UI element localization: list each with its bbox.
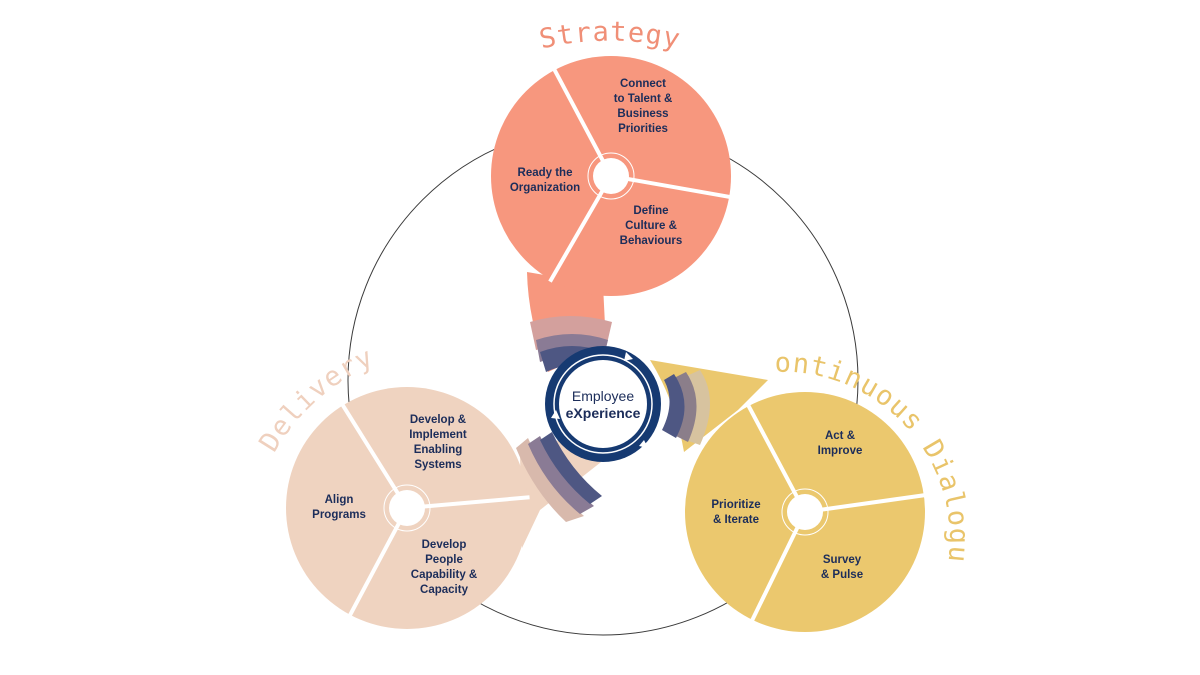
strategy-segment-label-line: Business (617, 108, 668, 120)
dialogue-segment-label-line: Improve (818, 445, 863, 457)
center-arrow-top (624, 352, 633, 361)
strategy-segment-label-line: to Talent & (614, 93, 673, 105)
center-arrow-right (639, 440, 648, 448)
dialogue-hub (787, 494, 823, 530)
strategy-segment-label-line: Organization (510, 182, 580, 194)
delivery-segment-label-line: Implement (409, 429, 467, 441)
delivery-hub-ring (383, 484, 431, 532)
strategy-divider-2 (548, 174, 613, 283)
band-right-3 (662, 374, 685, 438)
strategy-segment-label-line: Behaviours (620, 235, 683, 247)
strategy-segment-label-line: Priorities (618, 123, 668, 135)
strategy-hub (593, 158, 629, 194)
strategy-divider-3 (551, 67, 613, 177)
center-hub: Employee eXperience (545, 346, 661, 462)
delivery-segment-label-line: Capacity (420, 584, 469, 596)
center-hub-ring (553, 354, 653, 454)
band-left-3 (540, 432, 602, 504)
dialogue-divider-3 (745, 403, 807, 513)
dialogue-divider-1 (804, 493, 927, 514)
center-label-employee: Employee (572, 388, 634, 404)
center-arrow-left (551, 410, 560, 419)
hub-bands (516, 316, 710, 522)
dialogue-segment-label-line: & Iterate (713, 514, 759, 526)
center-hub-inner (559, 360, 647, 448)
center-label-experience: eXperience (566, 405, 641, 421)
dialogue-divider-2 (749, 511, 807, 623)
strategy-title: Strategy (537, 17, 684, 56)
delivery-divider-2 (347, 507, 409, 618)
delivery-segment-label-line: Programs (312, 509, 366, 521)
delivery-segment-label-line: Develop (422, 539, 467, 551)
delivery-segment-label-line: People (425, 554, 463, 566)
delivery-segment-label-line: Align (325, 494, 354, 506)
band-left-2 (528, 436, 594, 514)
dialogue-hub-ring (781, 488, 829, 536)
strategy-segment-label-line: Define (633, 205, 668, 217)
dialogue-segment-label-line: Prioritize (711, 499, 760, 511)
strategy-segment-label-line: Connect (620, 78, 666, 90)
delivery-hub (389, 490, 425, 526)
strategy-hub-ring (587, 152, 635, 200)
dialogue-segment-label-1: Act & Improve (818, 430, 863, 457)
delivery-segment-label-line: Systems (414, 459, 461, 471)
delivery-segment-label-line: Develop & (410, 414, 466, 426)
delivery-segment-label-line: Enabling (414, 444, 463, 456)
strategy-segment-label-line: Culture & (625, 220, 677, 232)
dialogue-segment-label-line: Act & (825, 430, 855, 442)
strategy-divider-1 (610, 174, 732, 200)
dialogue-segment-label-3: Prioritize & Iterate (711, 499, 760, 526)
delivery-segment-label-line: Capability & (411, 569, 477, 581)
delivery-divider-1 (406, 495, 530, 510)
strategy-segment-label-line: Ready the (518, 167, 573, 179)
dialogue-segment-label-line: Survey (823, 554, 862, 566)
dialogue-segment-label-2: Survey & Pulse (821, 554, 863, 581)
dialogue-segment-label-line: & Pulse (821, 569, 863, 581)
delivery-divider-3 (340, 402, 409, 510)
